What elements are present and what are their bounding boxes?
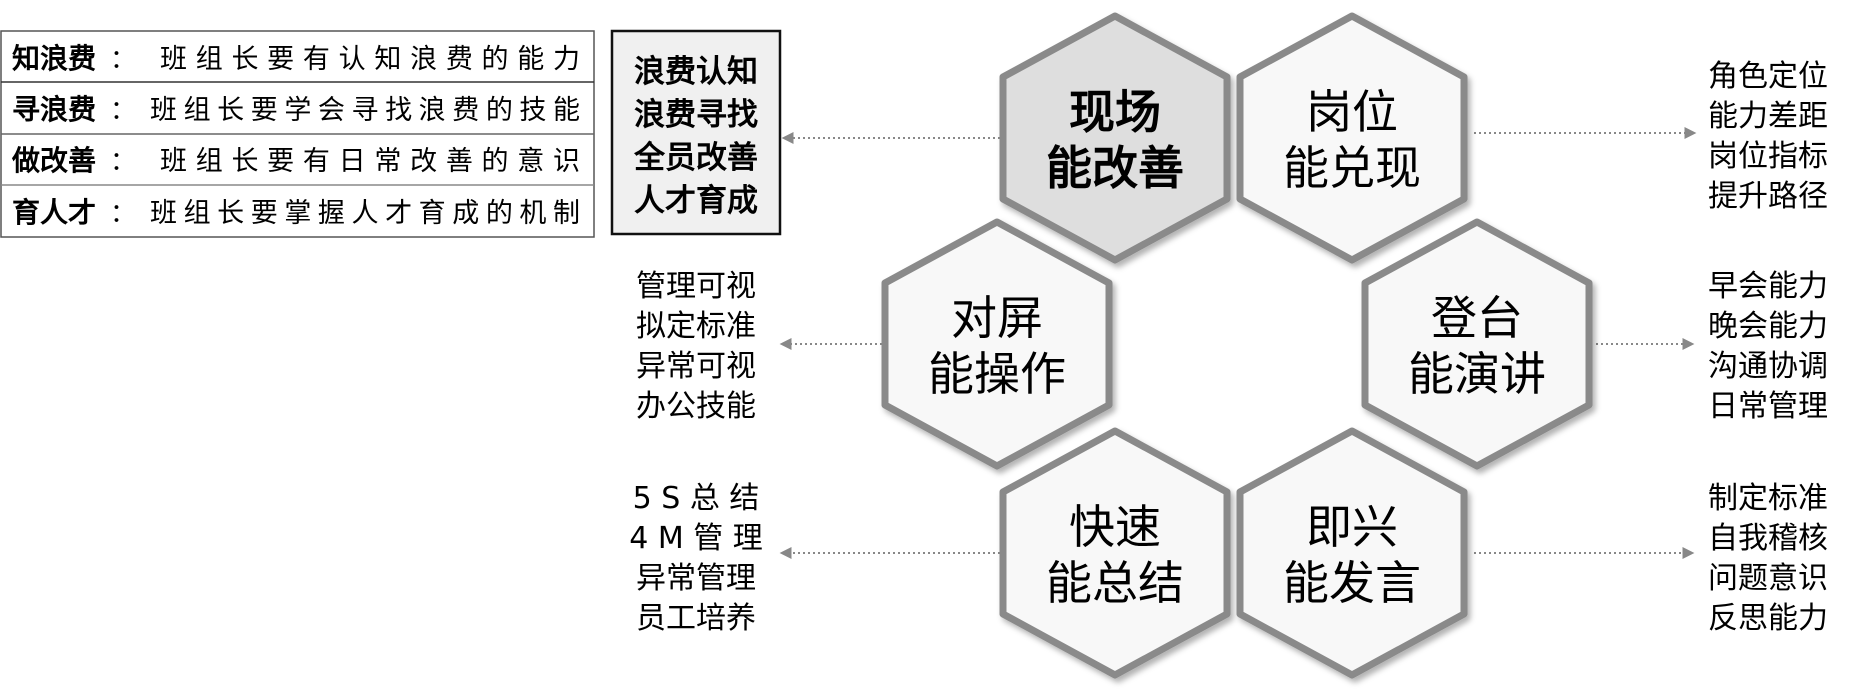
list-item: 异常可视: [636, 349, 756, 384]
summary-line: 人才育成: [634, 183, 758, 219]
row-text: 班组长要掌握人才育成的机制: [150, 198, 580, 229]
list-right-bottom: 制定标准 自我稽核 问题意识 反思能力: [1708, 481, 1828, 636]
row-sep: ：: [110, 96, 136, 126]
table-row: 寻浪费 ： 班组长要学会寻找浪费的技能: [12, 93, 580, 126]
hexagon-label: 能兑现: [1283, 141, 1421, 195]
list-item: 提升路径: [1708, 179, 1828, 214]
list-item: 角色定位: [1708, 59, 1828, 94]
list-item: 办公技能: [636, 389, 756, 424]
row-sep: ：: [110, 45, 136, 75]
list-right-mid: 早会能力 晚会能力 沟通协调 日常管理: [1708, 269, 1828, 424]
hexagon-label: 能总结: [1046, 556, 1184, 610]
list-item: 问题意识: [1708, 561, 1828, 596]
list-right-top: 角色定位 能力差距 岗位指标 提升路径: [1708, 59, 1828, 214]
waste-table: 知浪费 ： 班组长要有认知浪费的能力 寻浪费 ： 班组长要学会寻找浪费的技能 做…: [0, 30, 595, 238]
hexagon-shape: [1236, 12, 1468, 264]
hexagon-label: 对屏: [951, 291, 1043, 345]
list-item: 制定标准: [1708, 481, 1828, 516]
list-item: 岗位指标: [1708, 139, 1828, 174]
row-sep: ：: [110, 147, 136, 177]
list-item: 4 M 管 理: [629, 521, 763, 556]
hexagon-label: 现场: [1069, 85, 1161, 139]
hexagon-label: 快速: [1069, 500, 1161, 554]
summary-line: 浪费寻找: [634, 97, 758, 133]
summary-line: 浪费认知: [634, 54, 758, 90]
list-item: 管理可视: [636, 269, 756, 304]
hexagon-label: 能发言: [1283, 556, 1421, 610]
hexagon-label: 岗位: [1306, 85, 1398, 139]
list-left-bottom: 5 S 总 结 4 M 管 理 异常管理 员工培养: [629, 481, 763, 636]
hexagon-label: 能操作: [928, 347, 1066, 401]
list-item: 日常管理: [1708, 389, 1828, 424]
list-item: 早会能力: [1708, 269, 1828, 304]
hexagon-shape: [1236, 427, 1468, 679]
hexagon-label: 登台: [1431, 291, 1523, 345]
row-key: 做改善: [11, 144, 96, 177]
hexagon-shape: [881, 218, 1113, 470]
list-item: 能力差距: [1708, 99, 1828, 134]
row-key: 寻浪费: [12, 93, 96, 126]
table-row: 育人才 ： 班组长要掌握人才育成的机制: [12, 196, 580, 229]
row-text: 班组长要学会寻找浪费的技能: [150, 95, 580, 126]
list-item: 反思能力: [1708, 601, 1828, 636]
list-item: 拟定标准: [636, 309, 756, 344]
hexagon-label: 能改善: [1046, 141, 1184, 195]
hexagon-label: 能演讲: [1408, 347, 1546, 401]
summary-line: 全员改善: [633, 140, 758, 176]
summary-box: 浪费认知 浪费寻找 全员改善 人才育成: [610, 29, 782, 236]
row-key: 知浪费: [12, 42, 96, 75]
hexagon-shape: [999, 427, 1231, 679]
list-left-mid: 管理可视 拟定标准 异常可视 办公技能: [636, 269, 756, 424]
row-sep: ：: [110, 199, 136, 229]
list-item: 5 S 总 结: [633, 481, 760, 516]
list-item: 异常管理: [636, 561, 756, 596]
hexagon-label: 即兴: [1306, 500, 1398, 554]
hexagon-shape: [999, 12, 1231, 264]
list-item: 沟通协调: [1708, 349, 1828, 384]
list-item: 自我稽核: [1708, 521, 1828, 556]
list-item: 晚会能力: [1708, 309, 1828, 344]
connector-arrows: [779, 127, 1697, 559]
hexagon-shape: [1361, 218, 1593, 470]
list-item: 员工培养: [636, 601, 756, 636]
row-key: 育人才: [12, 196, 96, 229]
